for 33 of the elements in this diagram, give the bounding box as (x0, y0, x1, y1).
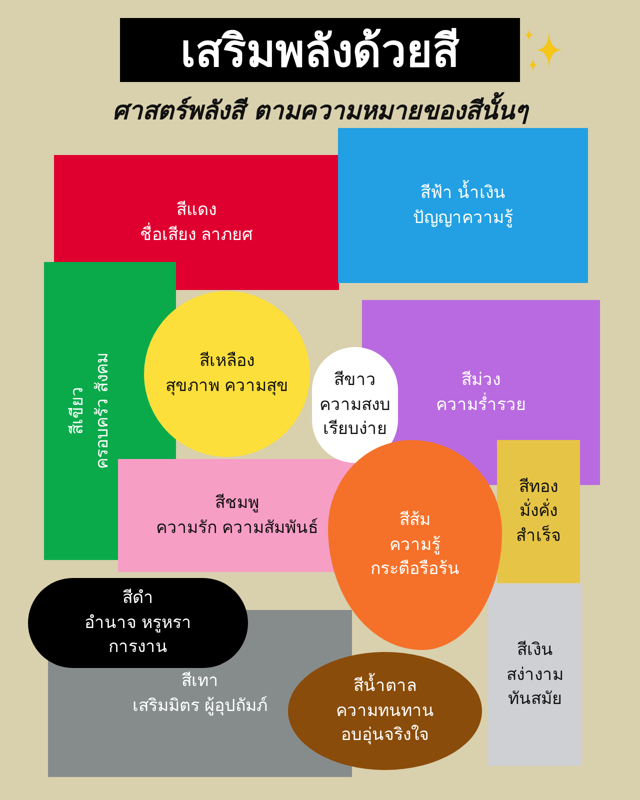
title-banner: เสริมพลังด้วยสี (120, 18, 520, 82)
color-meaning: ครอบครัว สังคม (91, 352, 113, 470)
color-name: สีเขียว (66, 387, 88, 435)
color-meaning: อำนาจ หรูหรา การงาน (83, 612, 193, 660)
color-meaning: ความรัก ความสัมพันธ์ (156, 516, 318, 540)
color-meaning: ชื่อเสียง ลาภยศ (140, 222, 254, 246)
color-name: สีเงิน (517, 639, 553, 662)
color-name: สีส้ม (400, 509, 430, 532)
subtitle: ศาสตร์พลังสี ตามความหมายของสีนั้นๆ (40, 90, 600, 130)
color-box (488, 584, 582, 766)
color-name: สีน้ำตาล (354, 674, 416, 699)
color-box (54, 155, 339, 290)
color-name: สีม่วง (462, 368, 500, 392)
color-name: สีเหลือง (200, 350, 254, 374)
color-name: สีเทา (182, 670, 218, 693)
color-meaning: ความทนทาน อบอุ่นจริงใจ (335, 700, 435, 748)
color-box (118, 459, 356, 572)
color-meaning: สง่างาม ทันสมัย (506, 664, 564, 712)
color-name: สีฟ้า น้ำเงิน (420, 180, 506, 206)
color-name: สีทอง (519, 476, 558, 498)
color-meaning: เสริมมิตร ผู้อุปถัมภ์ (132, 694, 268, 718)
color-box (338, 128, 588, 283)
color-meaning: ความสงบ เรียบง่าย (318, 394, 392, 442)
color-meaning: ความรู้ กระตือรือร้น (370, 534, 460, 582)
color-name: สีแดง (176, 198, 216, 222)
color-meaning: สุขภาพ ความสุข (165, 375, 289, 398)
color-name: สีขาว (334, 369, 376, 392)
color-name: สีดำ (122, 587, 154, 610)
color-meaning: มั่งคั่ง สำเร็จ (504, 499, 574, 548)
color-box (497, 440, 580, 583)
color-name: สีชมพู (215, 492, 259, 515)
color-meaning: ปัญญาความรู้ (413, 206, 513, 230)
color-meaning: ความร่ำรวย (436, 392, 526, 416)
